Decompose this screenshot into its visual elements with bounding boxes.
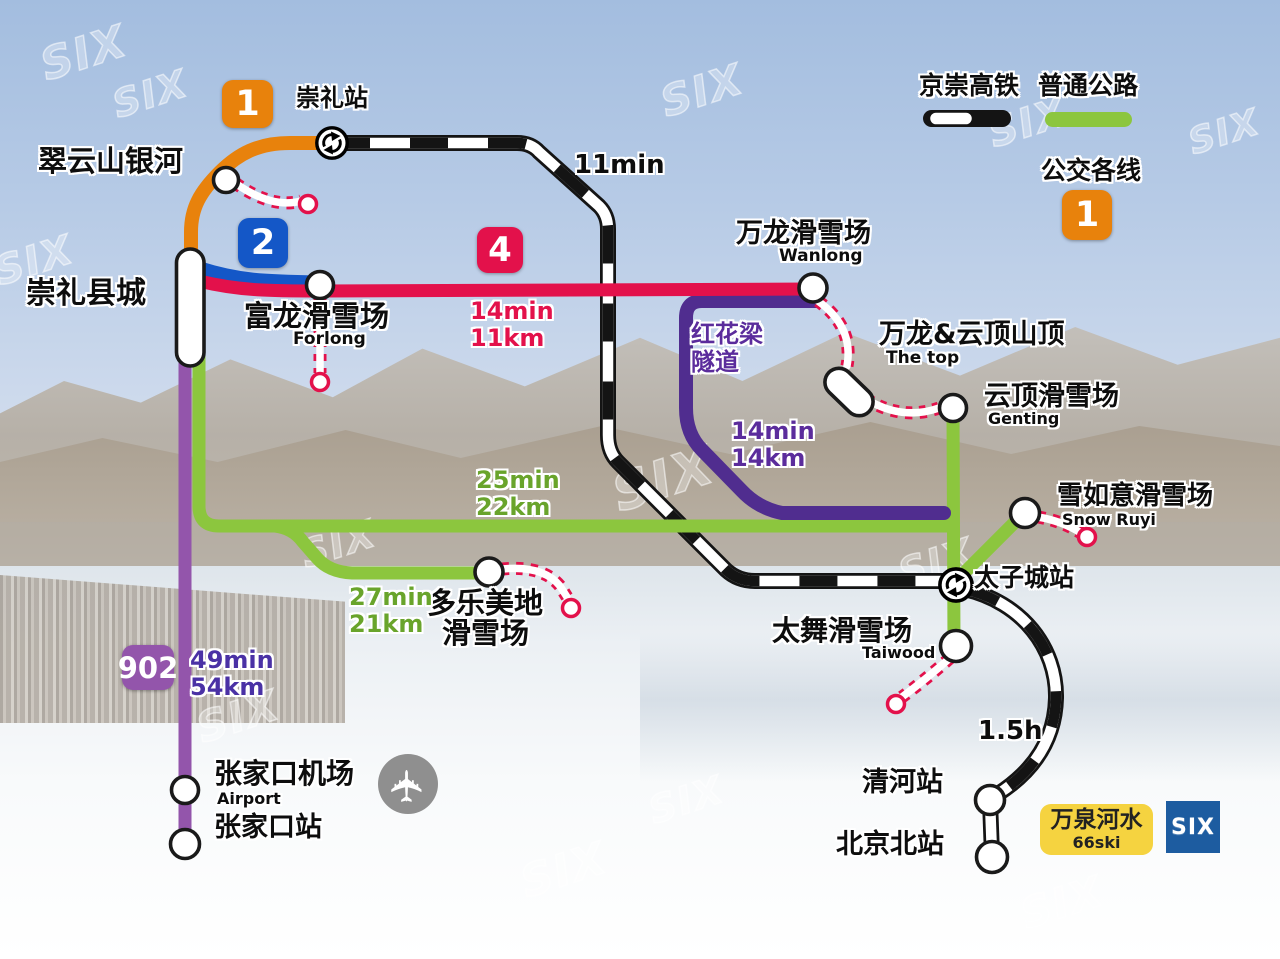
- station-duolemeidi: [473, 556, 505, 588]
- road-honghualiang-tunnel: [679, 294, 951, 520]
- time-rail-1-5h: 1.5h: [978, 716, 1043, 746]
- label-snow-ruyi: 雪如意滑雪场: [1057, 481, 1214, 511]
- label-taiwoo: 太舞滑雪场: [772, 614, 913, 647]
- station-cuiyunshan: [211, 165, 241, 195]
- bus-1-badge: 1: [222, 80, 273, 128]
- bus-902-badge: 902: [118, 645, 178, 690]
- label-zjk-airport: 张家口机场: [214, 757, 355, 790]
- interchange-icon-taizicheng: [938, 567, 974, 603]
- wanquanheshui-title: 万泉河水: [1050, 807, 1143, 834]
- label-fulong: 富龙滑雪场: [244, 299, 390, 333]
- rail-arc-casing: [962, 581, 1065, 801]
- label-tunnel-2: 隧道: [691, 348, 739, 376]
- gondola-endpoint: [560, 597, 582, 619]
- label-zjk-airport-en: Airport: [217, 789, 281, 808]
- station-zjk-airport: [169, 774, 201, 806]
- legend-bus-label: 公交各线: [1041, 156, 1142, 185]
- background-tree-band: [0, 575, 345, 723]
- label-chongli-county: 崇礼县城: [26, 276, 146, 311]
- gondola-endpoint: [297, 193, 319, 215]
- label-snow-ruyi-en: Snow Ruyi: [1062, 510, 1156, 529]
- six-logo: SIX: [1166, 801, 1220, 853]
- gondola-endpoint: [309, 371, 331, 393]
- label-chongli-station: 崇礼站: [296, 84, 368, 112]
- station-beijing-north: [974, 839, 1010, 875]
- station-chongli-county: [174, 247, 206, 368]
- bus-4-badge: 4: [477, 227, 523, 273]
- dist-bus4: 11km: [470, 324, 545, 352]
- time-rail-11min: 11min: [574, 150, 665, 180]
- label-duolemeidi-2: 滑雪场: [442, 616, 530, 650]
- connector-core: [498, 564, 571, 601]
- gondola-connectors: [231, 177, 1098, 715]
- road-duolemeidi-branch: [268, 519, 484, 580]
- station-taiwoo: [938, 628, 974, 664]
- legend-road-sample: [1045, 112, 1132, 127]
- label-beijing-north: 北京北站: [836, 829, 944, 860]
- station-the-top: [823, 366, 875, 418]
- connector-core: [898, 654, 954, 701]
- connector-core: [814, 297, 852, 370]
- station-snow-ruyi: [1008, 496, 1042, 530]
- dist-road-duole: 21km: [349, 610, 424, 638]
- label-tunnel-1: 红花梁: [691, 320, 763, 348]
- label-qinghe: 清河站: [862, 767, 943, 798]
- stations: [168, 165, 1042, 875]
- legend-road-label: 普通公路: [1038, 71, 1139, 100]
- interchange-icon-chongli: [315, 126, 349, 160]
- wanquanheshui-sub: 66ski: [1072, 832, 1121, 852]
- legend-bus-badge: 1: [1062, 190, 1112, 240]
- station-qinghe: [973, 783, 1007, 817]
- label-genting-en: Genting: [988, 409, 1060, 428]
- airplane-icon: ✈: [383, 768, 434, 805]
- time-tunnel: 14min: [731, 417, 815, 445]
- label-duolemeidi-1: 多乐美地: [427, 586, 544, 620]
- label-taizicheng: 太子城站: [974, 563, 1075, 592]
- road-lines: [192, 349, 1026, 650]
- road-snowruyi-branch: [951, 511, 1026, 586]
- connector-core: [231, 179, 305, 207]
- time-road-duole: 27min: [349, 583, 433, 611]
- time-road-main: 25min: [476, 466, 560, 494]
- dist-tunnel: 14km: [731, 444, 806, 472]
- legend-rail-label: 京崇高铁: [919, 71, 1020, 100]
- label-taiwoo-en: Taiwood: [862, 643, 936, 662]
- road-genting-taiwoo: [946, 407, 961, 650]
- gondola-endpoint: [885, 693, 907, 715]
- time-bus4: 14min: [470, 297, 554, 325]
- station-genting: [937, 392, 969, 424]
- airport-icon: ✈: [378, 754, 438, 814]
- label-cuiyunshan: 翠云山银河: [38, 144, 184, 178]
- bus-2-line: [198, 261, 319, 289]
- rail-arc-dashes: [962, 583, 1062, 799]
- bus-2-badge: 2: [238, 218, 288, 268]
- label-genting: 云顶滑雪场: [984, 381, 1119, 412]
- label-wanlong-en: Wanlong: [779, 246, 863, 266]
- wanquanheshui-badge: 万泉河水 66ski: [1040, 804, 1153, 855]
- rail-dashes: [332, 137, 952, 587]
- dist-bus902: 54km: [190, 673, 265, 701]
- label-the-top-en: The top: [886, 348, 960, 368]
- gondola-endpoint: [1076, 526, 1098, 548]
- road-county-taizicheng: [192, 349, 958, 533]
- station-wanlong: [797, 272, 829, 304]
- station-fulong: [304, 269, 336, 301]
- connector-core: [1034, 513, 1085, 537]
- label-wanlong: 万龙滑雪场: [736, 218, 871, 249]
- station-zjk-rail: [168, 827, 202, 861]
- label-fulong-en: Forlong: [293, 329, 366, 349]
- airport-icon-circle: [378, 754, 438, 814]
- rail-line-jingchong: [332, 135, 1065, 856]
- legend-rail-sample-white: [927, 110, 975, 127]
- dist-road-main: 22km: [476, 493, 551, 521]
- label-the-top: 万龙&云顶山顶: [879, 319, 1065, 350]
- legend-rail-sample: [923, 110, 1011, 127]
- label-zjk-rail: 张家口站: [214, 812, 322, 843]
- time-bus902: 49min: [190, 646, 274, 674]
